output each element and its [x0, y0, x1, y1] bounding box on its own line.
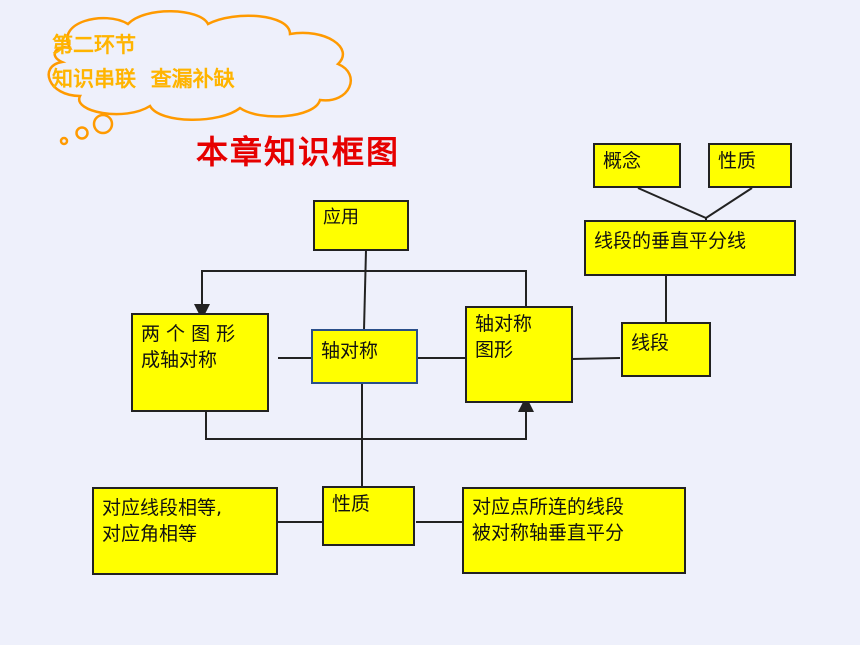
line-top-arrow	[194, 270, 527, 320]
node-perpendicular-bisector-label: 线段的垂直平分线	[594, 230, 747, 252]
node-property: 性质	[322, 486, 415, 546]
node-axial-symmetry: 轴对称	[311, 329, 418, 384]
node-equal-parts: 对应线段相等, 对应角相等	[92, 487, 278, 575]
node-apply-label: 应用	[323, 207, 359, 228]
node-axial-symmetry-label: 轴对称	[321, 340, 379, 362]
node-equal-parts-line1: 对应线段相等,	[102, 497, 223, 519]
line-concept-property-join	[637, 187, 753, 220]
node-symmetric-figure-line2: 图形	[475, 339, 514, 361]
node-property-top-label: 性质	[718, 150, 757, 172]
cloud-caption: 第二环节 知识串联 查漏补缺	[52, 28, 235, 96]
node-property-label: 性质	[332, 493, 371, 515]
cloud-shape	[47, 10, 352, 146]
node-equal-parts-line2: 对应角相等	[102, 523, 198, 545]
node-bisected-segment: 对应点所连的线段 被对称轴垂直平分	[462, 487, 686, 574]
connectors	[194, 187, 753, 523]
line-bottom-arrow	[205, 396, 534, 440]
node-two-figures-line1: 两 个 图 形	[141, 323, 236, 345]
node-two-figures-line2: 成轴对称	[141, 349, 218, 371]
node-property-top: 性质	[708, 143, 792, 188]
page-title: 本章知识框图	[196, 133, 401, 171]
node-symmetric-figure: 轴对称 图形	[465, 306, 573, 403]
node-concept-label: 概念	[603, 150, 642, 172]
node-perpendicular-bisector: 线段的垂直平分线	[584, 220, 796, 276]
cloud-line-2: 知识串联 查漏补缺	[52, 67, 235, 91]
node-bisected-segment-line2: 被对称轴垂直平分	[472, 522, 625, 544]
node-symmetric-figure-line1: 轴对称	[475, 313, 533, 335]
line-apply-axis	[363, 249, 367, 331]
node-two-figures: 两 个 图 形 成轴对称	[131, 313, 269, 412]
node-apply: 应用	[313, 200, 409, 251]
node-bisected-segment-line1: 对应点所连的线段	[472, 496, 625, 518]
node-concept: 概念	[593, 143, 681, 188]
node-segment-label: 线段	[631, 332, 670, 354]
line-figure-segment	[571, 357, 621, 360]
node-segment: 线段	[621, 322, 711, 377]
cloud-line-1: 第二环节	[52, 33, 136, 57]
